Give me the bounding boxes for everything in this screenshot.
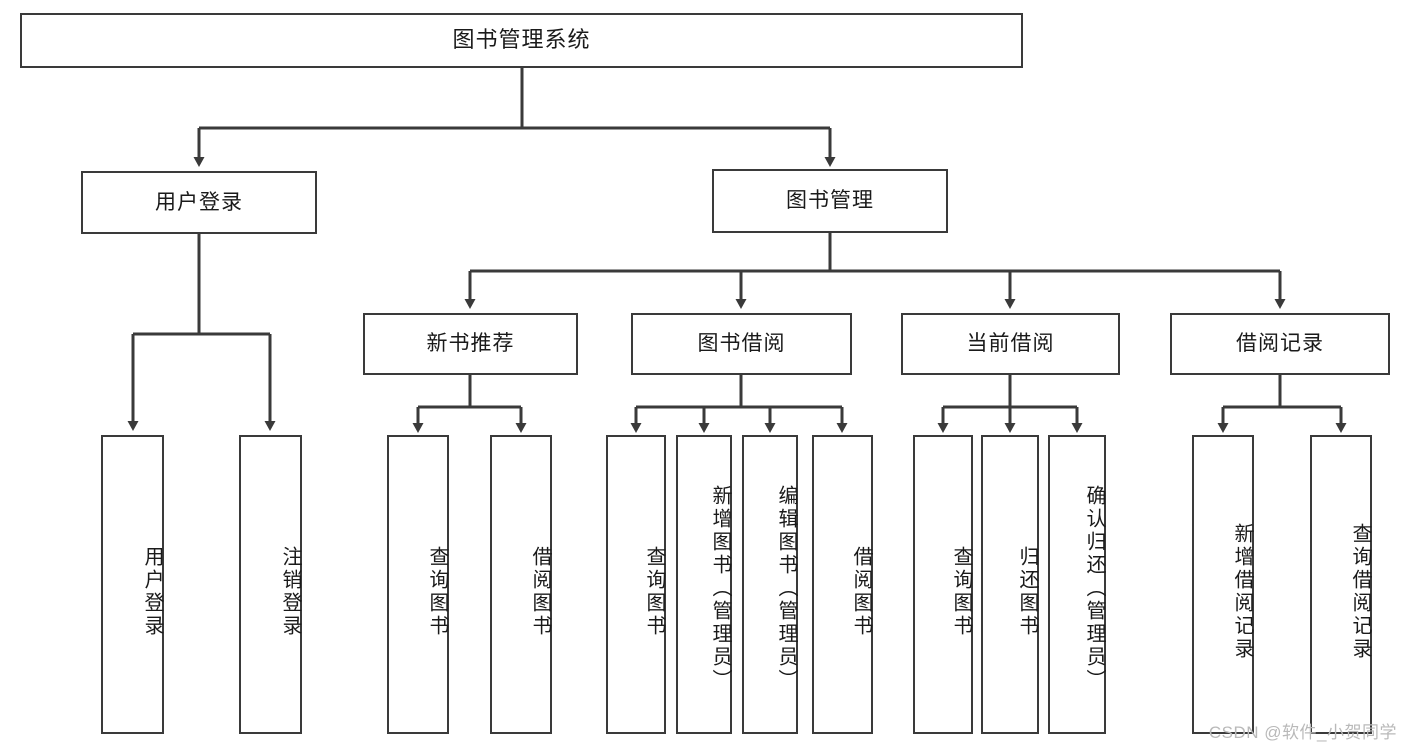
leaf-query-book-recommend[interactable]: 查询图书 [387, 435, 449, 734]
leaf-add-book-admin[interactable]: 新增图书（管理员） [676, 435, 732, 734]
node-new-book-recommend[interactable]: 新书推荐 [363, 313, 578, 375]
leaf-query-borrow-record[interactable]: 查询借阅记录 [1310, 435, 1372, 734]
node-user-login[interactable]: 用户登录 [81, 171, 317, 234]
leaf-confirm-return-admin[interactable]: 确认归还（管理员） [1048, 435, 1106, 734]
node-root-system[interactable]: 图书管理系统 [20, 13, 1023, 68]
leaf-return-book[interactable]: 归还图书 [981, 435, 1039, 734]
leaf-query-book-borrow[interactable]: 查询图书 [606, 435, 666, 734]
watermark-text: CSDN @软件_小贺同学 [1208, 723, 1397, 742]
node-current-borrow[interactable]: 当前借阅 [901, 313, 1120, 375]
leaf-user-login[interactable]: 用户登录 [101, 435, 164, 734]
node-book-borrow[interactable]: 图书借阅 [631, 313, 852, 375]
node-borrow-record[interactable]: 借阅记录 [1170, 313, 1390, 375]
leaf-borrow-book-recommend[interactable]: 借阅图书 [490, 435, 552, 734]
leaf-borrow-book[interactable]: 借阅图书 [812, 435, 873, 734]
leaf-edit-book-admin[interactable]: 编辑图书（管理员） [742, 435, 798, 734]
node-book-manage[interactable]: 图书管理 [712, 169, 948, 233]
leaf-logout[interactable]: 注销登录 [239, 435, 302, 734]
leaf-add-borrow-record[interactable]: 新增借阅记录 [1192, 435, 1254, 734]
leaf-query-book-current[interactable]: 查询图书 [913, 435, 973, 734]
